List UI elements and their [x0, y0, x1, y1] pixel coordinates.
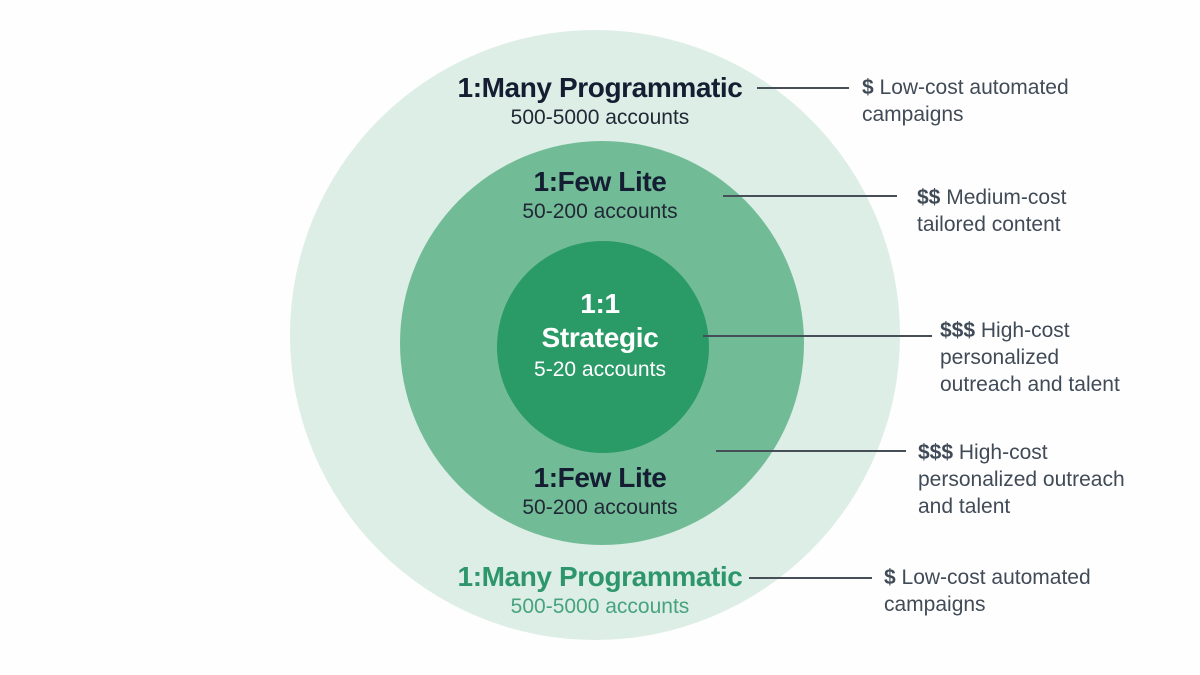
tier-label-outer-top: 1:Many Programmatic 500-5000 accounts: [300, 72, 900, 132]
tier-subtitle-outer-top: 500-5000 accounts: [510, 106, 690, 129]
center-subtitle: 5-20 accounts: [534, 358, 666, 381]
tier-subtitle-middle-bottom: 50-200 accounts: [522, 496, 678, 519]
leader-line-5: [749, 577, 872, 579]
cost-indicator: $$$: [940, 319, 976, 342]
annotation-text: tailored content: [917, 213, 1061, 236]
tier-label-outer-bottom: 1:Many Programmatic 500-5000 accounts: [300, 561, 900, 621]
inner-circle: [497, 241, 709, 453]
annotation-high-cost-bottom: $$$ High-cost personalized outreach and …: [918, 439, 1168, 520]
tier-label-middle-top: 1:Few Lite 50-200 accounts: [300, 166, 900, 226]
annotation-low-cost-bottom: $ Low-cost automated campaigns: [884, 564, 1144, 618]
cost-indicator: $: [884, 566, 896, 589]
annotation-text: outreach and talent: [940, 373, 1120, 396]
annotation-text: personalized outreach: [918, 468, 1125, 491]
annotation-text: High-cost: [958, 441, 1048, 464]
center-title-line1: 1:1: [580, 288, 620, 319]
annotation-text: and talent: [918, 495, 1011, 518]
tier-title-middle-bottom: 1:Few Lite: [533, 462, 667, 493]
annotation-text: Low-cost automated: [879, 76, 1069, 99]
leader-line-1: [757, 87, 849, 89]
tier-title-outer-top: 1:Many Programmatic: [457, 72, 743, 103]
annotation-high-cost-center: $$$ High-cost personalized outreach and …: [940, 317, 1170, 398]
tier-subtitle-middle-top: 50-200 accounts: [522, 200, 678, 223]
annotation-text: personalized: [940, 346, 1060, 369]
tier-subtitle-outer-bottom: 500-5000 accounts: [510, 595, 690, 618]
cost-indicator: $: [862, 76, 874, 99]
cost-indicator: $$$: [918, 441, 954, 464]
annotation-text: campaigns: [862, 103, 964, 126]
annotation-text: Medium-cost: [946, 186, 1067, 209]
leader-line-3: [703, 335, 932, 337]
tier-label-middle-bottom: 1:Few Lite 50-200 accounts: [300, 462, 900, 522]
cost-indicator: $$: [917, 186, 941, 209]
tier-title-outer-bottom: 1:Many Programmatic: [457, 561, 743, 592]
annotation-text: Low-cost automated: [901, 566, 1091, 589]
leader-line-2: [723, 195, 897, 197]
leader-line-4: [716, 450, 906, 452]
annotation-text: High-cost: [980, 319, 1070, 342]
annotation-text: campaigns: [884, 593, 986, 616]
center-title-line2: Strategic: [541, 322, 659, 353]
annotation-medium-cost: $$ Medium-cost tailored content: [917, 184, 1137, 238]
annotation-low-cost-top: $ Low-cost automated campaigns: [862, 74, 1122, 128]
tier-title-middle-top: 1:Few Lite: [533, 166, 667, 197]
tier-label-center: 1:1 Strategic 5-20 accounts: [450, 287, 750, 385]
